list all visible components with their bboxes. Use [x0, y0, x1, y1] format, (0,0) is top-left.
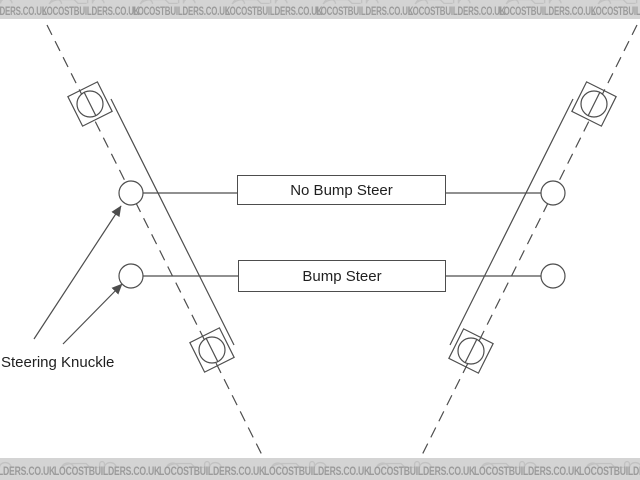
steering-axis-right-dashed-line: [421, 24, 638, 456]
ball-joint-square-top-right: [571, 81, 617, 127]
watermark-text: LOCOSTBUILDERS.CO.UK: [579, 464, 640, 478]
watermark-text: LOCOSTBUILDERS.CO.UK: [474, 464, 581, 478]
watermark-text: LOCOSTBUILDERS.CO.UK: [224, 4, 322, 18]
locost-car-logo-icon: [596, 0, 637, 5]
steering-knuckle-label: Steering Knuckle: [1, 354, 115, 371]
bump-steer-box: Bump Steer: [238, 260, 446, 292]
watermark-text: LOCOSTBUILDERS.CO.UK: [54, 464, 161, 478]
locost-car-logo-icon: [585, 460, 640, 469]
no-bump-steer-label: No Bump Steer: [290, 181, 393, 199]
axis-stub-top-left: [83, 92, 97, 116]
watermark-banner-top: LOCOSTBUILDERS.CO.UKLOCOSTBUILDERS.CO.UK…: [0, 0, 640, 19]
bump-steer-label: Bump Steer: [302, 267, 382, 285]
callout-arrow-upper: [33, 205, 122, 340]
watermark-text: LOCOSTBUILDERS.CO.UK: [0, 4, 48, 18]
callout-arrow-lower: [62, 283, 123, 345]
watermark-text: LOCOSTBUILDERS.CO.UK: [133, 4, 231, 18]
locost-car-logo-icon: [0, 461, 12, 468]
watermark-text: LOCOSTBUILDERS.CO.UK: [316, 4, 414, 18]
tie-rod-end-upper-left: [118, 180, 144, 206]
watermark-text: LOCOSTBUILDERS.CO.UK: [41, 4, 139, 18]
locost-car-logo-icon: [270, 460, 327, 469]
watermark-text: LOCOSTBUILDERS.CO.UK: [499, 4, 597, 18]
axis-stub-top-right: [587, 92, 601, 116]
watermark-text: LOCOSTBUILDERS.CO.UK: [264, 464, 371, 478]
locost-car-logo-icon: [375, 460, 432, 469]
watermark-banner-bottom: LOCOSTBUILDERS.CO.UKLOCOSTBUILDERS.CO.UK…: [0, 458, 640, 480]
axis-stub-bottom-left: [205, 338, 219, 362]
ball-joint-square-top-left: [67, 81, 113, 127]
knuckle-line-left: [110, 98, 235, 346]
locost-car-logo-icon: [505, 0, 562, 5]
locost-car-logo-icon: [413, 0, 471, 5]
locost-car-logo-icon: [139, 0, 196, 5]
watermark-text: LOCOSTBUILDERS.CO.UK: [159, 464, 266, 478]
tie-rod-end-lower-right: [540, 263, 566, 289]
tie-rod-end-lower-left: [118, 263, 144, 289]
locost-car-logo-icon: [230, 0, 288, 5]
ball-joint-square-bottom-left: [189, 327, 235, 373]
locost-car-logo-icon: [165, 460, 222, 469]
locost-car-logo-icon: [322, 0, 379, 5]
locost-car-logo-icon: [47, 0, 105, 5]
locost-car-logo-icon: [60, 460, 117, 469]
watermark-text: LOCOSTBUILDERS.CO.UK: [0, 464, 56, 478]
watermark-text: LOCOSTBUILDERS.CO.UK: [590, 4, 640, 18]
watermark-text: LOCOSTBUILDERS.CO.UK: [369, 464, 476, 478]
no-bump-steer-box: No Bump Steer: [237, 175, 446, 205]
locost-car-logo-icon: [480, 460, 537, 469]
knuckle-line-right: [449, 98, 574, 346]
tie-rod-end-upper-right: [540, 180, 566, 206]
locost-car-logo-icon: [0, 0, 13, 4]
watermark-text: LOCOSTBUILDERS.CO.UK: [407, 4, 505, 18]
steering-axis-left-dashed-line: [46, 24, 263, 456]
ball-joint-square-bottom-right: [448, 328, 494, 374]
axis-stub-bottom-right: [464, 339, 478, 363]
